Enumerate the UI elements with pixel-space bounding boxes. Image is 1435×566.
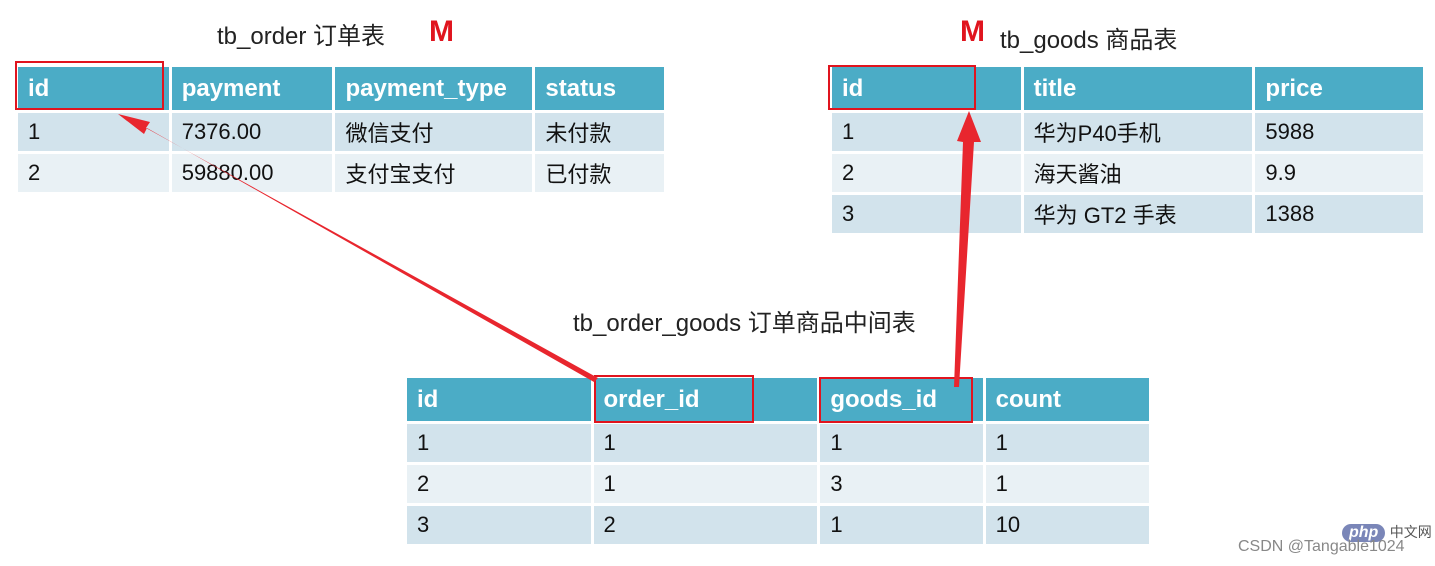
goods-multiplicity-label: M <box>960 15 985 48</box>
table-row: 2 海天酱油 9.9 <box>832 154 1423 192</box>
goods-table-title: tb_goods 商品表 <box>1000 20 1177 55</box>
order-col-payment: payment <box>171 67 333 110</box>
order-goods-col-count: count <box>985 378 1149 421</box>
table-cell: 1 <box>593 465 818 503</box>
order-col-id: id <box>18 67 169 110</box>
table-cell: 1 <box>820 506 983 544</box>
table-row: 2 1 3 1 <box>407 465 1149 503</box>
table-cell: 3 <box>407 506 591 544</box>
goods-id-fk-arrow <box>954 111 981 387</box>
table-cell: 已付款 <box>535 154 664 192</box>
watermark-logo-row: php 中文网 <box>1342 522 1432 542</box>
order-goods-col-order-id: order_id <box>593 378 818 421</box>
table-row: 1 7376.00 微信支付 未付款 <box>18 113 664 151</box>
table-cell: 2 <box>832 154 1021 192</box>
table-cell: 2 <box>18 154 169 192</box>
table-cell: 1 <box>985 465 1149 503</box>
order-table: id payment payment_type status 1 7376.00… <box>15 64 667 195</box>
table-row: 1 华为P40手机 5988 <box>832 113 1423 151</box>
table-cell: 2 <box>407 465 591 503</box>
table-row: 3 2 1 10 <box>407 506 1149 544</box>
goods-id-highlight <box>828 65 976 110</box>
table-cell: 2 <box>593 506 818 544</box>
table-cell: 1 <box>985 424 1149 462</box>
table-cell: 1 <box>832 113 1021 151</box>
table-cell: 微信支付 <box>335 113 533 151</box>
goods-table-header: id title price <box>832 67 1423 110</box>
order-col-status: status <box>535 67 664 110</box>
table-cell: 1 <box>820 424 983 462</box>
goods-table: id title price 1 华为P40手机 5988 2 海天酱油 9.9… <box>829 64 1426 236</box>
table-cell: 3 <box>832 195 1021 233</box>
table-cell: 1 <box>407 424 591 462</box>
table-cell: 5988 <box>1255 113 1423 151</box>
order-table-name: tb_order 订单表 <box>217 23 386 50</box>
order-goods-table-name: tb_order_goods 订单商品中间表 <box>573 310 916 337</box>
table-cell: 1388 <box>1255 195 1423 233</box>
table-row: 3 华为 GT2 手表 1388 <box>832 195 1423 233</box>
order-table-header: id payment payment_type status <box>18 67 664 110</box>
php-logo: php <box>1342 524 1386 542</box>
goods-col-title: title <box>1023 67 1253 110</box>
table-cell: 未付款 <box>535 113 664 151</box>
order-goods-table: id order_id goods_id count 1 1 1 1 2 1 3… <box>404 375 1152 547</box>
order-goods-col-id: id <box>407 378 591 421</box>
table-cell: 支付宝支付 <box>335 154 533 192</box>
table-cell: 海天酱油 <box>1023 154 1253 192</box>
table-cell: 1 <box>593 424 818 462</box>
order-id-fk-arrow <box>118 114 598 382</box>
goods-col-id: id <box>832 67 1021 110</box>
order-goods-table-title: tb_order_goods 订单商品中间表 <box>573 303 916 338</box>
order-goods-order-id-highlight <box>594 375 754 423</box>
order-goods-goods-id-highlight <box>819 377 973 423</box>
watermark-credit: CSDN @Tangable1024 <box>1238 538 1405 555</box>
table-cell: 华为P40手机 <box>1023 113 1253 151</box>
order-id-highlight <box>15 61 164 110</box>
order-goods-table-header: id order_id goods_id count <box>407 378 1149 421</box>
table-cell: 10 <box>985 506 1149 544</box>
goods-table-name: tb_goods 商品表 <box>1000 27 1178 54</box>
goods-col-price: price <box>1255 67 1423 110</box>
order-multiplicity-label: M <box>429 15 454 48</box>
table-row: 2 59880.00 支付宝支付 已付款 <box>18 154 664 192</box>
watermark-site: 中文网 <box>1389 524 1432 540</box>
order-table-title: tb_order 订单表 <box>217 16 385 51</box>
table-cell: 9.9 <box>1255 154 1423 192</box>
order-col-payment-type: payment_type <box>335 67 533 110</box>
table-cell: 3 <box>820 465 983 503</box>
table-row: 1 1 1 1 <box>407 424 1149 462</box>
table-cell: 7376.00 <box>171 113 333 151</box>
table-cell: 华为 GT2 手表 <box>1023 195 1253 233</box>
table-cell: 59880.00 <box>171 154 333 192</box>
